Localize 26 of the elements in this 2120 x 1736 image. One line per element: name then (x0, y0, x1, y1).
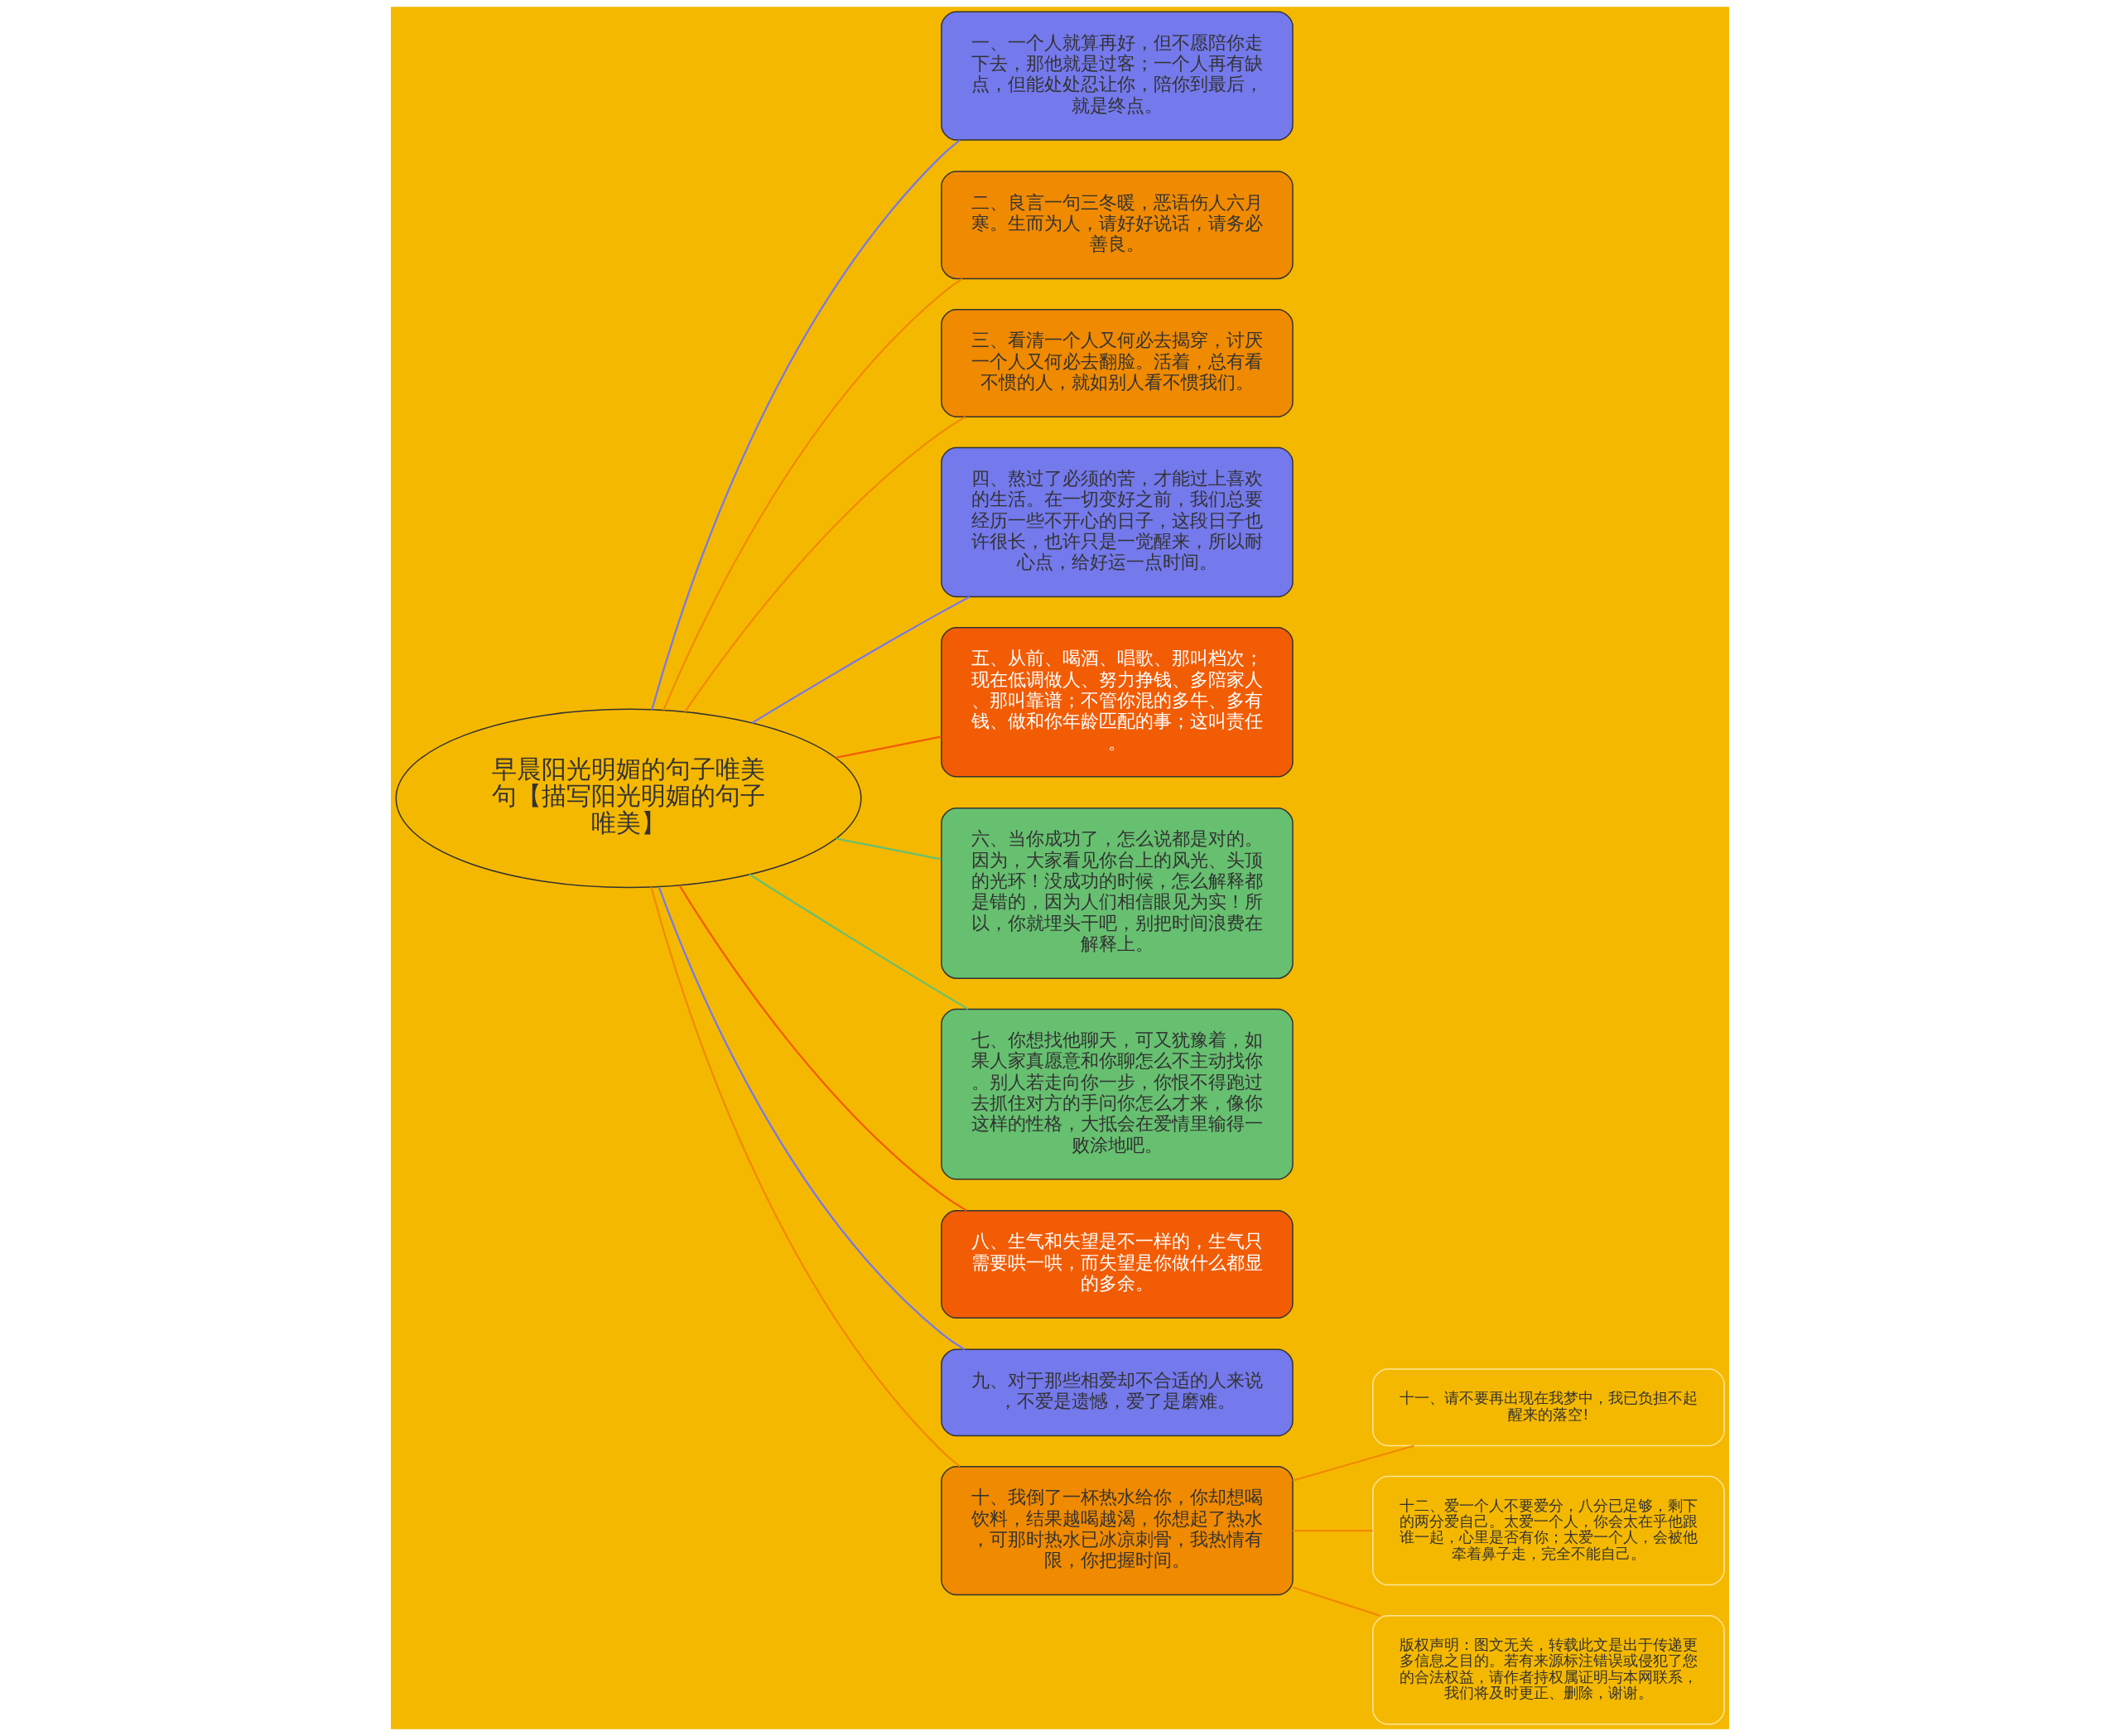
node-box: 十、我倒了一杯热水给你，你却想喝饮料，结果越喝越渴，你想起了热水，可那时热水已冰凉刺骨，我热情有限，你把握时间。 (941, 1465, 1294, 1596)
node-box: 十二、爱一个人不要爱分，八分已足够，剩下的两分爱自己。太爱一个人，你会太在乎他跟谁一起，心里是否有你；太爱一个人，会被他牵着鼻子走，完全不能自己。 (1372, 1475, 1725, 1586)
node-box: 十一、请不要再出现在我梦中，我已负担不起醒来的落空! (1372, 1368, 1725, 1447)
connector (749, 873, 969, 1010)
connector (658, 886, 966, 1351)
connector (651, 139, 961, 711)
connector (1292, 1586, 1381, 1617)
node-box: 七、你想找他聊天，可又犹豫着，如果人家真愿意和你聊怎么不主动找你。别人若走向你一步，你恨不得跑过去抓住对方的手问你怎么才来，像你这样的性格，大抵会在爱情里输得一败涂地吧。 (941, 1008, 1294, 1180)
node-box: 二、良言一句三冬暖，恶语伤人六月寒。生而为人，请好好说话，请务必善良。 (941, 171, 1294, 280)
connector (650, 887, 961, 1468)
node-box: 六、当你成功了，怎么说都是对的。因为，大家看见你台上的风光、头顶的光环！没成功的时候，怎么解释都是错的，因为人们相信眼见为实！所以，你就埋头干吧，别把时间浪费在解释上。 (941, 808, 1294, 979)
node-box: 版权声明：图文无关，转载此文是出于传递更多信息之目的。若有来源标注错误或侵犯了您的合法权益，请作者持权属证明与本网联系，我们将及时更正、删除，谢谢。 (1372, 1615, 1725, 1725)
connector (662, 277, 963, 711)
node-box: 五、从前、喝酒、唱歌、那叫档次；现在低调做人、努力挣钱、多陪家人、那叫靠谱；不管你混的多牛、多有钱、做和你年龄匹配的事；这叫责任。 (941, 627, 1294, 778)
connector (684, 416, 966, 713)
connector (836, 837, 942, 861)
node-box: 一、一个人就算再好，但不愿陪你走下去，那他就是过客；一个人再有缺点，但能处处忍让你，陪你到最后，就是终点。 (941, 11, 1294, 141)
connector (1293, 1530, 1373, 1532)
connector (751, 596, 971, 724)
connector (678, 885, 967, 1212)
node-ellipse: 早晨阳光明媚的句子唯美句【描写阳光明媚的句子唯美】 (395, 708, 862, 889)
node-box: 九、对于那些相爱却不合适的人来说，不爱是遗憾，爱了是磨难。 (941, 1348, 1294, 1437)
node-box: 四、熬过了必须的苦，才能过上喜欢的生活。在一切变好之前，我们总要经历一些不开心的日子，这段日子也许很长，也许只是一觉醒来，所以耐心点，给好运一点时间。 (941, 446, 1294, 598)
connector (835, 735, 942, 759)
node-box: 三、看清一个人又何必去揭穿，讨厌一个人又何必去翻脸。活着，总有看不惯的人，就如别人看不惯我们。 (941, 308, 1294, 417)
node-box: 八、生气和失望是不一样的，生气只需要哄一哄，而失望是你做什么都显的多余。 (941, 1210, 1294, 1319)
